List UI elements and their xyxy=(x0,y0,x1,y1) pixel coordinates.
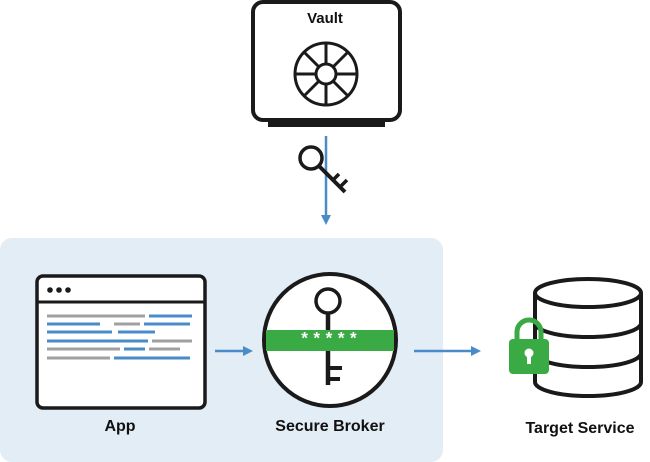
key-icon xyxy=(298,145,349,194)
vault-safe-icon xyxy=(251,0,402,127)
app-window-icon xyxy=(35,274,207,410)
masked-secret-bar xyxy=(266,330,394,351)
vault-label: Vault xyxy=(307,10,343,27)
padlock-icon xyxy=(509,317,549,374)
target-service-label: Target Service xyxy=(525,420,635,437)
app-label: App xyxy=(104,418,136,435)
broker-key-icon xyxy=(262,272,398,408)
secure-broker-label: Secure Broker xyxy=(275,418,385,435)
database-icon xyxy=(533,277,643,398)
masked-secret-text: ***** xyxy=(299,331,361,350)
